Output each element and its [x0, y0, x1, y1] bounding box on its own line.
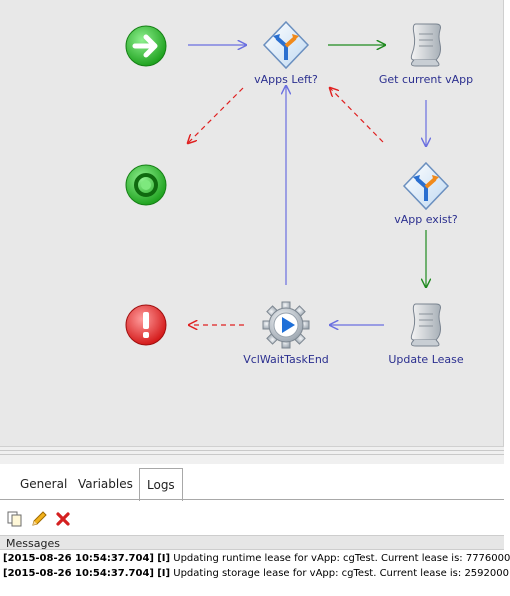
script-node-update-lease[interactable]	[406, 300, 446, 350]
tab-logs[interactable]: Logs	[139, 468, 183, 501]
vapp-exist-label: vApp exist?	[394, 213, 458, 226]
get-current-vapp-label: Get current vApp	[378, 73, 474, 86]
log-toolbar	[0, 506, 504, 532]
script-node-get-current[interactable]	[406, 20, 446, 70]
decision-diamond-icon	[262, 20, 310, 70]
gear-play-icon	[262, 301, 310, 349]
message-text: Updating storage lease for vApp: cgTest.…	[173, 568, 509, 579]
message-row: [2015-08-26 10:54:37.704] [I] Updating s…	[0, 566, 509, 581]
decision-diamond-icon	[402, 161, 450, 211]
edge-get-current-error	[330, 88, 384, 143]
end-node[interactable]	[124, 163, 168, 207]
pencil-icon	[32, 511, 47, 526]
end-target-icon	[125, 164, 167, 206]
message-text: Updating runtime lease for vApp: cgTest.…	[173, 553, 510, 564]
tab-general[interactable]: General	[20, 477, 68, 491]
delete-icon	[56, 512, 70, 526]
error-node[interactable]	[124, 303, 168, 347]
vapps-left-label: vApps Left?	[254, 73, 318, 86]
start-node[interactable]	[124, 24, 168, 68]
message-timestamp: [2015-08-26 10:54:37.704]	[3, 553, 155, 564]
script-scroll-icon	[410, 23, 441, 67]
panel-splitter[interactable]	[0, 446, 504, 464]
workflow-canvas[interactable]: vApps Left? Get current vApp	[0, 0, 504, 446]
wait-task-label: VclWaitTaskEnd	[243, 353, 329, 366]
messages-header: Messages	[0, 535, 504, 550]
tab-bar: General Variables Logs	[0, 464, 504, 501]
message-timestamp: [2015-08-26 10:54:37.704]	[3, 568, 155, 579]
delete-button[interactable]	[54, 510, 72, 528]
copy-button[interactable]	[6, 510, 24, 528]
script-scroll-icon	[410, 303, 441, 347]
edge-vapps-left-to-end	[188, 87, 244, 143]
tab-variables[interactable]: Variables	[78, 477, 133, 491]
error-exclamation-icon	[125, 304, 167, 346]
action-node-wait-task[interactable]	[262, 301, 310, 349]
copy-icon	[7, 511, 22, 527]
workflow-edges	[0, 0, 504, 446]
decision-node-vapp-exist[interactable]	[402, 161, 450, 211]
message-level: [I]	[157, 568, 171, 579]
messages-list[interactable]: [2015-08-26 10:54:37.704] [I] Updating r…	[0, 551, 510, 596]
update-lease-label: Update Lease	[388, 353, 464, 366]
decision-node-vapps-left[interactable]	[262, 20, 310, 70]
message-level: [I]	[157, 553, 171, 564]
start-arrow-icon	[125, 25, 167, 67]
message-row: [2015-08-26 10:54:37.704] [I] Updating r…	[0, 551, 510, 566]
edit-button[interactable]	[30, 510, 48, 528]
